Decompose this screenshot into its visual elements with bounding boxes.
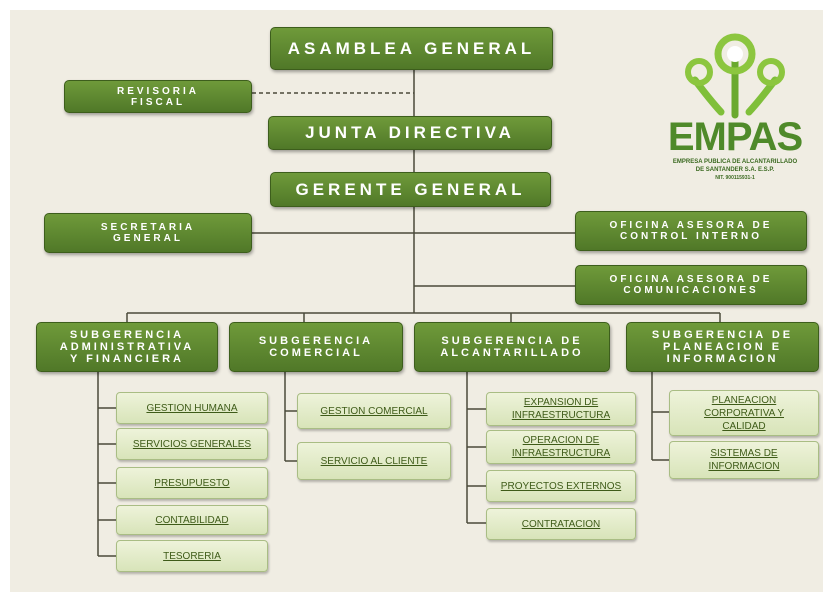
- revisoria-fiscal-label: REVISORIA FISCAL: [116, 85, 199, 108]
- servicios-generales-box: SERVICIOS GENERALES: [116, 428, 268, 460]
- gestion-comercial-label: GESTION COMERCIAL: [320, 405, 428, 417]
- subgerencia-administrativa-label: SUBGERENCIA ADMINISTRATIVA Y FINANCIERA: [59, 329, 195, 365]
- expansion-infraestructura-box: EXPANSION DE INFRAESTRUCTURA: [486, 392, 636, 426]
- contabilidad-box: CONTABILIDAD: [116, 505, 268, 535]
- gerente-general-label: GERENTE GENERAL: [295, 179, 526, 199]
- subgerencia-planeacion-box: SUBGERENCIA DE PLANEACION E INFORMACION: [626, 322, 819, 372]
- gerente-general-box: GERENTE GENERAL: [270, 172, 551, 207]
- logo-line-1: EMPRESA PUBLICA DE ALCANTARILLADO: [672, 159, 798, 165]
- control-interno-label: OFICINA ASESORA DE CONTROL INTERNO: [609, 220, 773, 242]
- secretaria-general-box: SECRETARIA GENERAL: [44, 213, 252, 253]
- sistemas-informacion-label: SISTEMAS DE INFORMACION: [708, 448, 780, 472]
- comunicaciones-box: OFICINA ASESORA DE COMUNICACIONES: [575, 265, 807, 305]
- contratacion-box: CONTRATACION: [486, 508, 636, 540]
- sistemas-informacion-box: SISTEMAS DE INFORMACION: [669, 441, 819, 479]
- gestion-humana-box: GESTION HUMANA: [116, 392, 268, 424]
- contratacion-label: CONTRATACION: [521, 518, 601, 530]
- secretaria-general-label: SECRETARIA GENERAL: [100, 222, 196, 244]
- logo-nit: NIT. 900115931-1: [715, 175, 755, 181]
- subgerencia-alcantarillado-box: SUBGERENCIA DE ALCANTARILLADO: [414, 322, 610, 372]
- presupuesto-label: PRESUPUESTO: [154, 477, 230, 489]
- empas-logo-icon: [685, 33, 785, 119]
- junta-directiva-box: JUNTA DIRECTIVA: [268, 116, 552, 150]
- asamblea-general-box: ASAMBLEA GENERAL: [270, 27, 553, 70]
- planeacion-corporativa-label: PLANEACION CORPORATIVA Y CALIDAD: [703, 394, 785, 432]
- gestion-humana-label: GESTION HUMANA: [146, 402, 238, 414]
- planeacion-corporativa-box: PLANEACION CORPORATIVA Y CALIDAD: [669, 390, 819, 436]
- tesoreria-box: TESORERIA: [116, 540, 268, 572]
- subgerencia-comercial-label: SUBGERENCIA COMERCIAL: [258, 335, 374, 359]
- logo-line-2: DE SANTANDER S.A. E.S.P.: [695, 167, 775, 173]
- subgerencia-alcantarillado-label: SUBGERENCIA DE ALCANTARILLADO: [440, 335, 584, 359]
- presupuesto-box: PRESUPUESTO: [116, 467, 268, 499]
- operacion-infraestructura-box: OPERACION DE INFRAESTRUCTURA: [486, 430, 636, 464]
- proyectos-externos-box: PROYECTOS EXTERNOS: [486, 470, 636, 502]
- revisoria-fiscal-box: REVISORIA FISCAL: [64, 80, 252, 113]
- subgerencia-planeacion-label: SUBGERENCIA DE PLANEACION E INFORMACION: [651, 329, 794, 365]
- gestion-comercial-box: GESTION COMERCIAL: [297, 393, 451, 429]
- servicio-al-cliente-box: SERVICIO AL CLIENTE: [297, 442, 451, 480]
- servicio-al-cliente-label: SERVICIO AL CLIENTE: [320, 455, 428, 467]
- servicios-generales-label: SERVICIOS GENERALES: [132, 438, 252, 450]
- asamblea-general-label: ASAMBLEA GENERAL: [287, 38, 536, 58]
- expansion-infraestructura-label: EXPANSION DE INFRAESTRUCTURA: [511, 397, 611, 421]
- proyectos-externos-label: PROYECTOS EXTERNOS: [500, 480, 622, 492]
- operacion-infraestructura-label: OPERACION DE INFRAESTRUCTURA: [511, 435, 611, 459]
- control-interno-box: OFICINA ASESORA DE CONTROL INTERNO: [575, 211, 807, 251]
- junta-directiva-label: JUNTA DIRECTIVA: [305, 123, 515, 142]
- comunicaciones-label: OFICINA ASESORA DE COMUNICACIONES: [609, 274, 773, 296]
- contabilidad-label: CONTABILIDAD: [155, 514, 229, 526]
- tesoreria-label: TESORERIA: [163, 550, 221, 562]
- subgerencia-administrativa-box: SUBGERENCIA ADMINISTRATIVA Y FINANCIERA: [36, 322, 218, 372]
- logo-wordmark: EMPAS: [667, 115, 803, 159]
- subgerencia-comercial-box: SUBGERENCIA COMERCIAL: [229, 322, 403, 372]
